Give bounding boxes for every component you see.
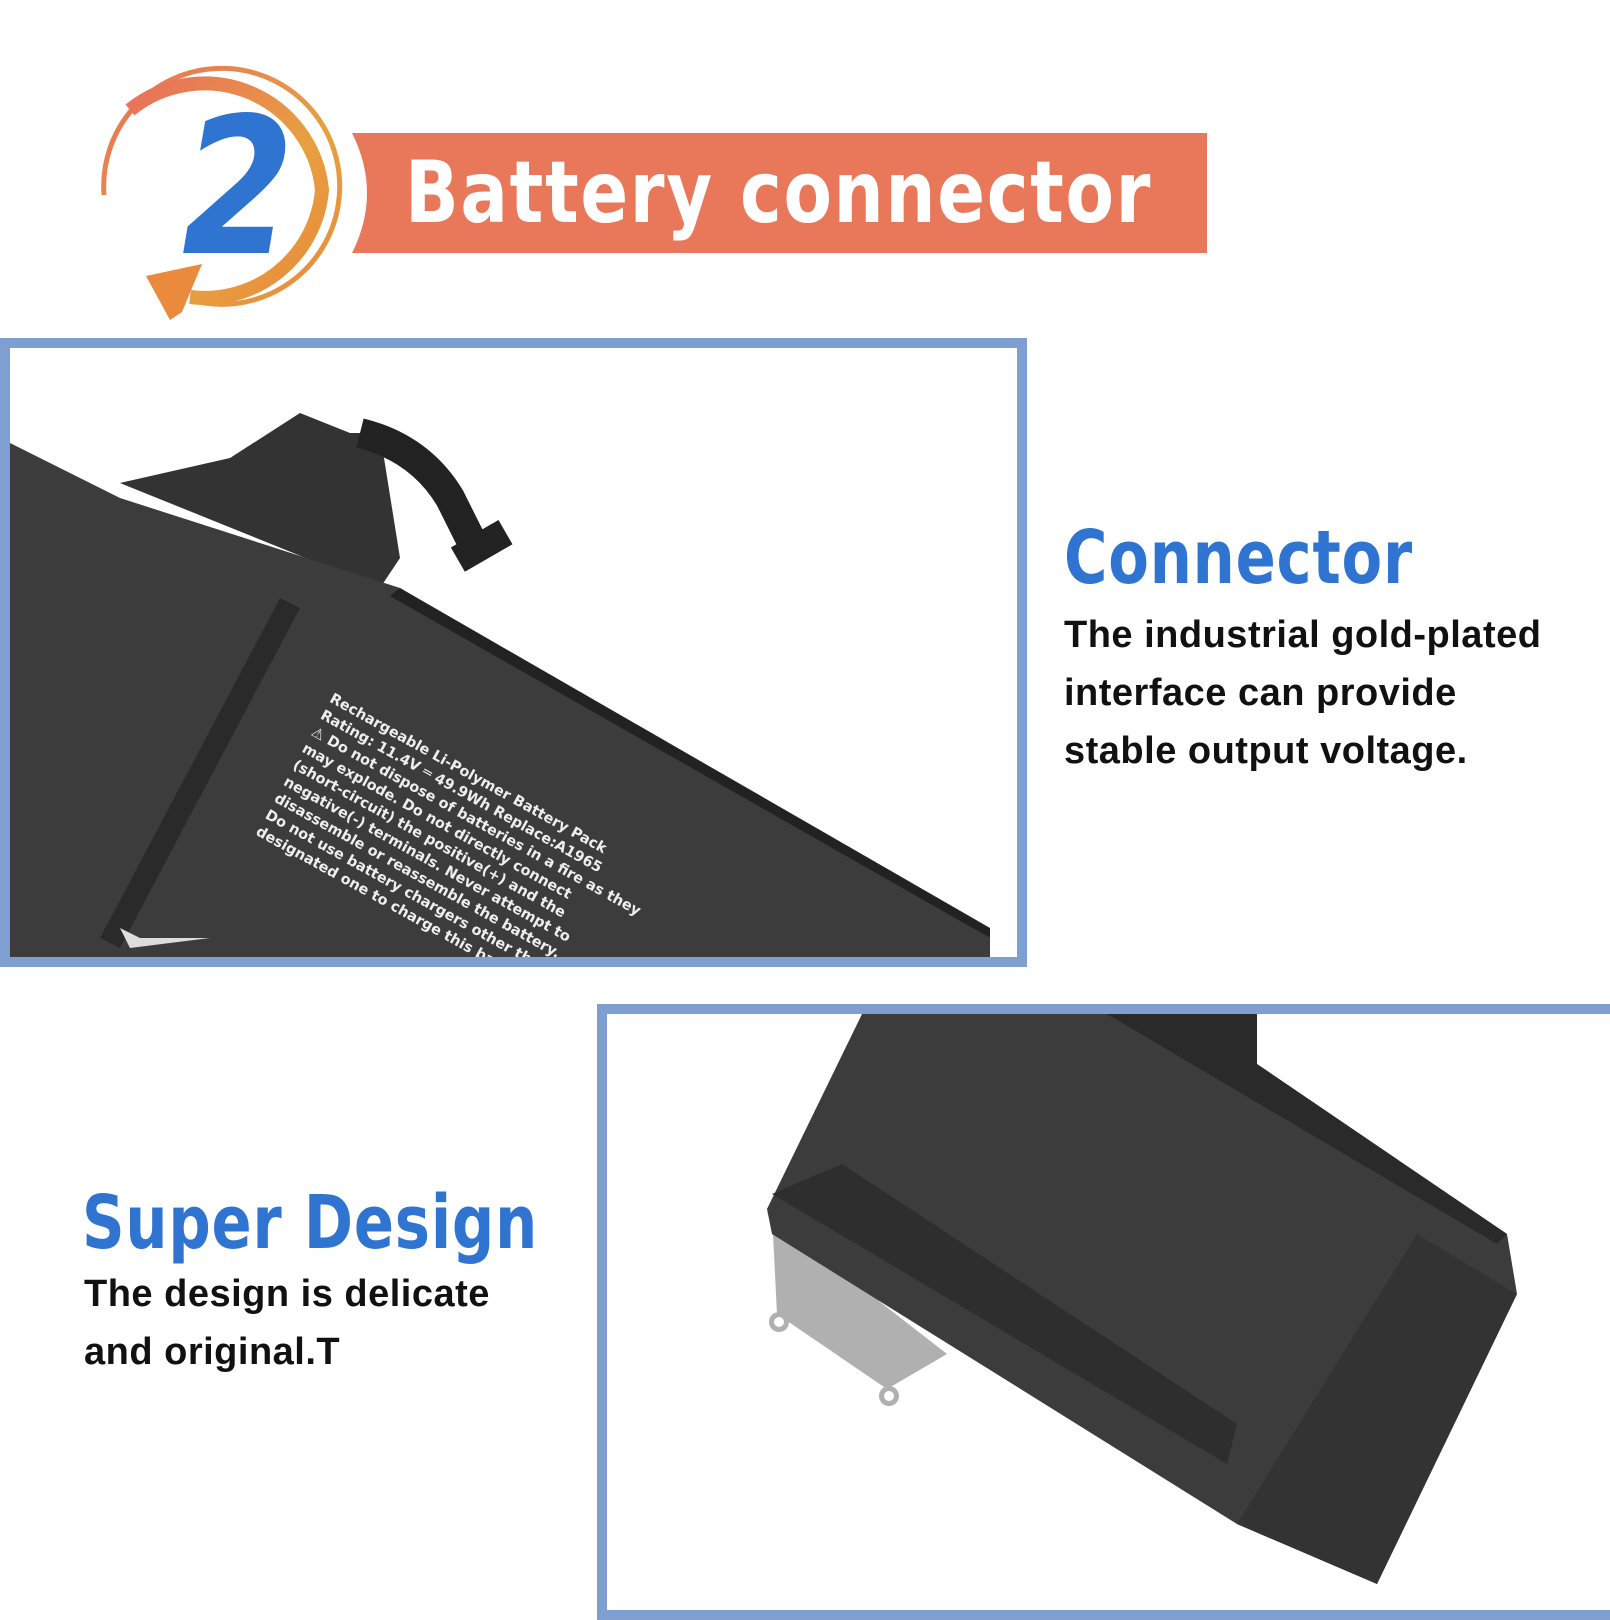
text-line: The industrial gold-plated xyxy=(1064,614,1542,656)
connector-description: The industrial gold-plated interface can… xyxy=(1064,606,1541,780)
banner-title: Battery connector xyxy=(405,143,1152,243)
design-description: The design is delicate and original.T xyxy=(84,1265,490,1381)
step-number: 2 xyxy=(181,77,295,298)
text-line: The design is delicate xyxy=(84,1273,490,1315)
design-title: Super Design xyxy=(82,1180,539,1266)
connector-photo-frame xyxy=(0,338,1027,967)
connector-plug xyxy=(450,520,513,572)
text-line: stable output voltage. xyxy=(1064,730,1468,772)
frame-edge xyxy=(0,957,1027,967)
battery-top-image xyxy=(10,413,990,957)
design-photo-frame xyxy=(597,1004,1610,1620)
refresh-arrow-icon xyxy=(101,65,343,320)
text-line: and original.T xyxy=(84,1331,341,1373)
connector-title: Connector xyxy=(1064,515,1414,601)
battery-bottom-image xyxy=(767,1014,1517,1584)
text-line: interface can provide xyxy=(1064,672,1457,714)
spacer xyxy=(0,967,1027,1007)
title-banner xyxy=(352,133,1207,253)
